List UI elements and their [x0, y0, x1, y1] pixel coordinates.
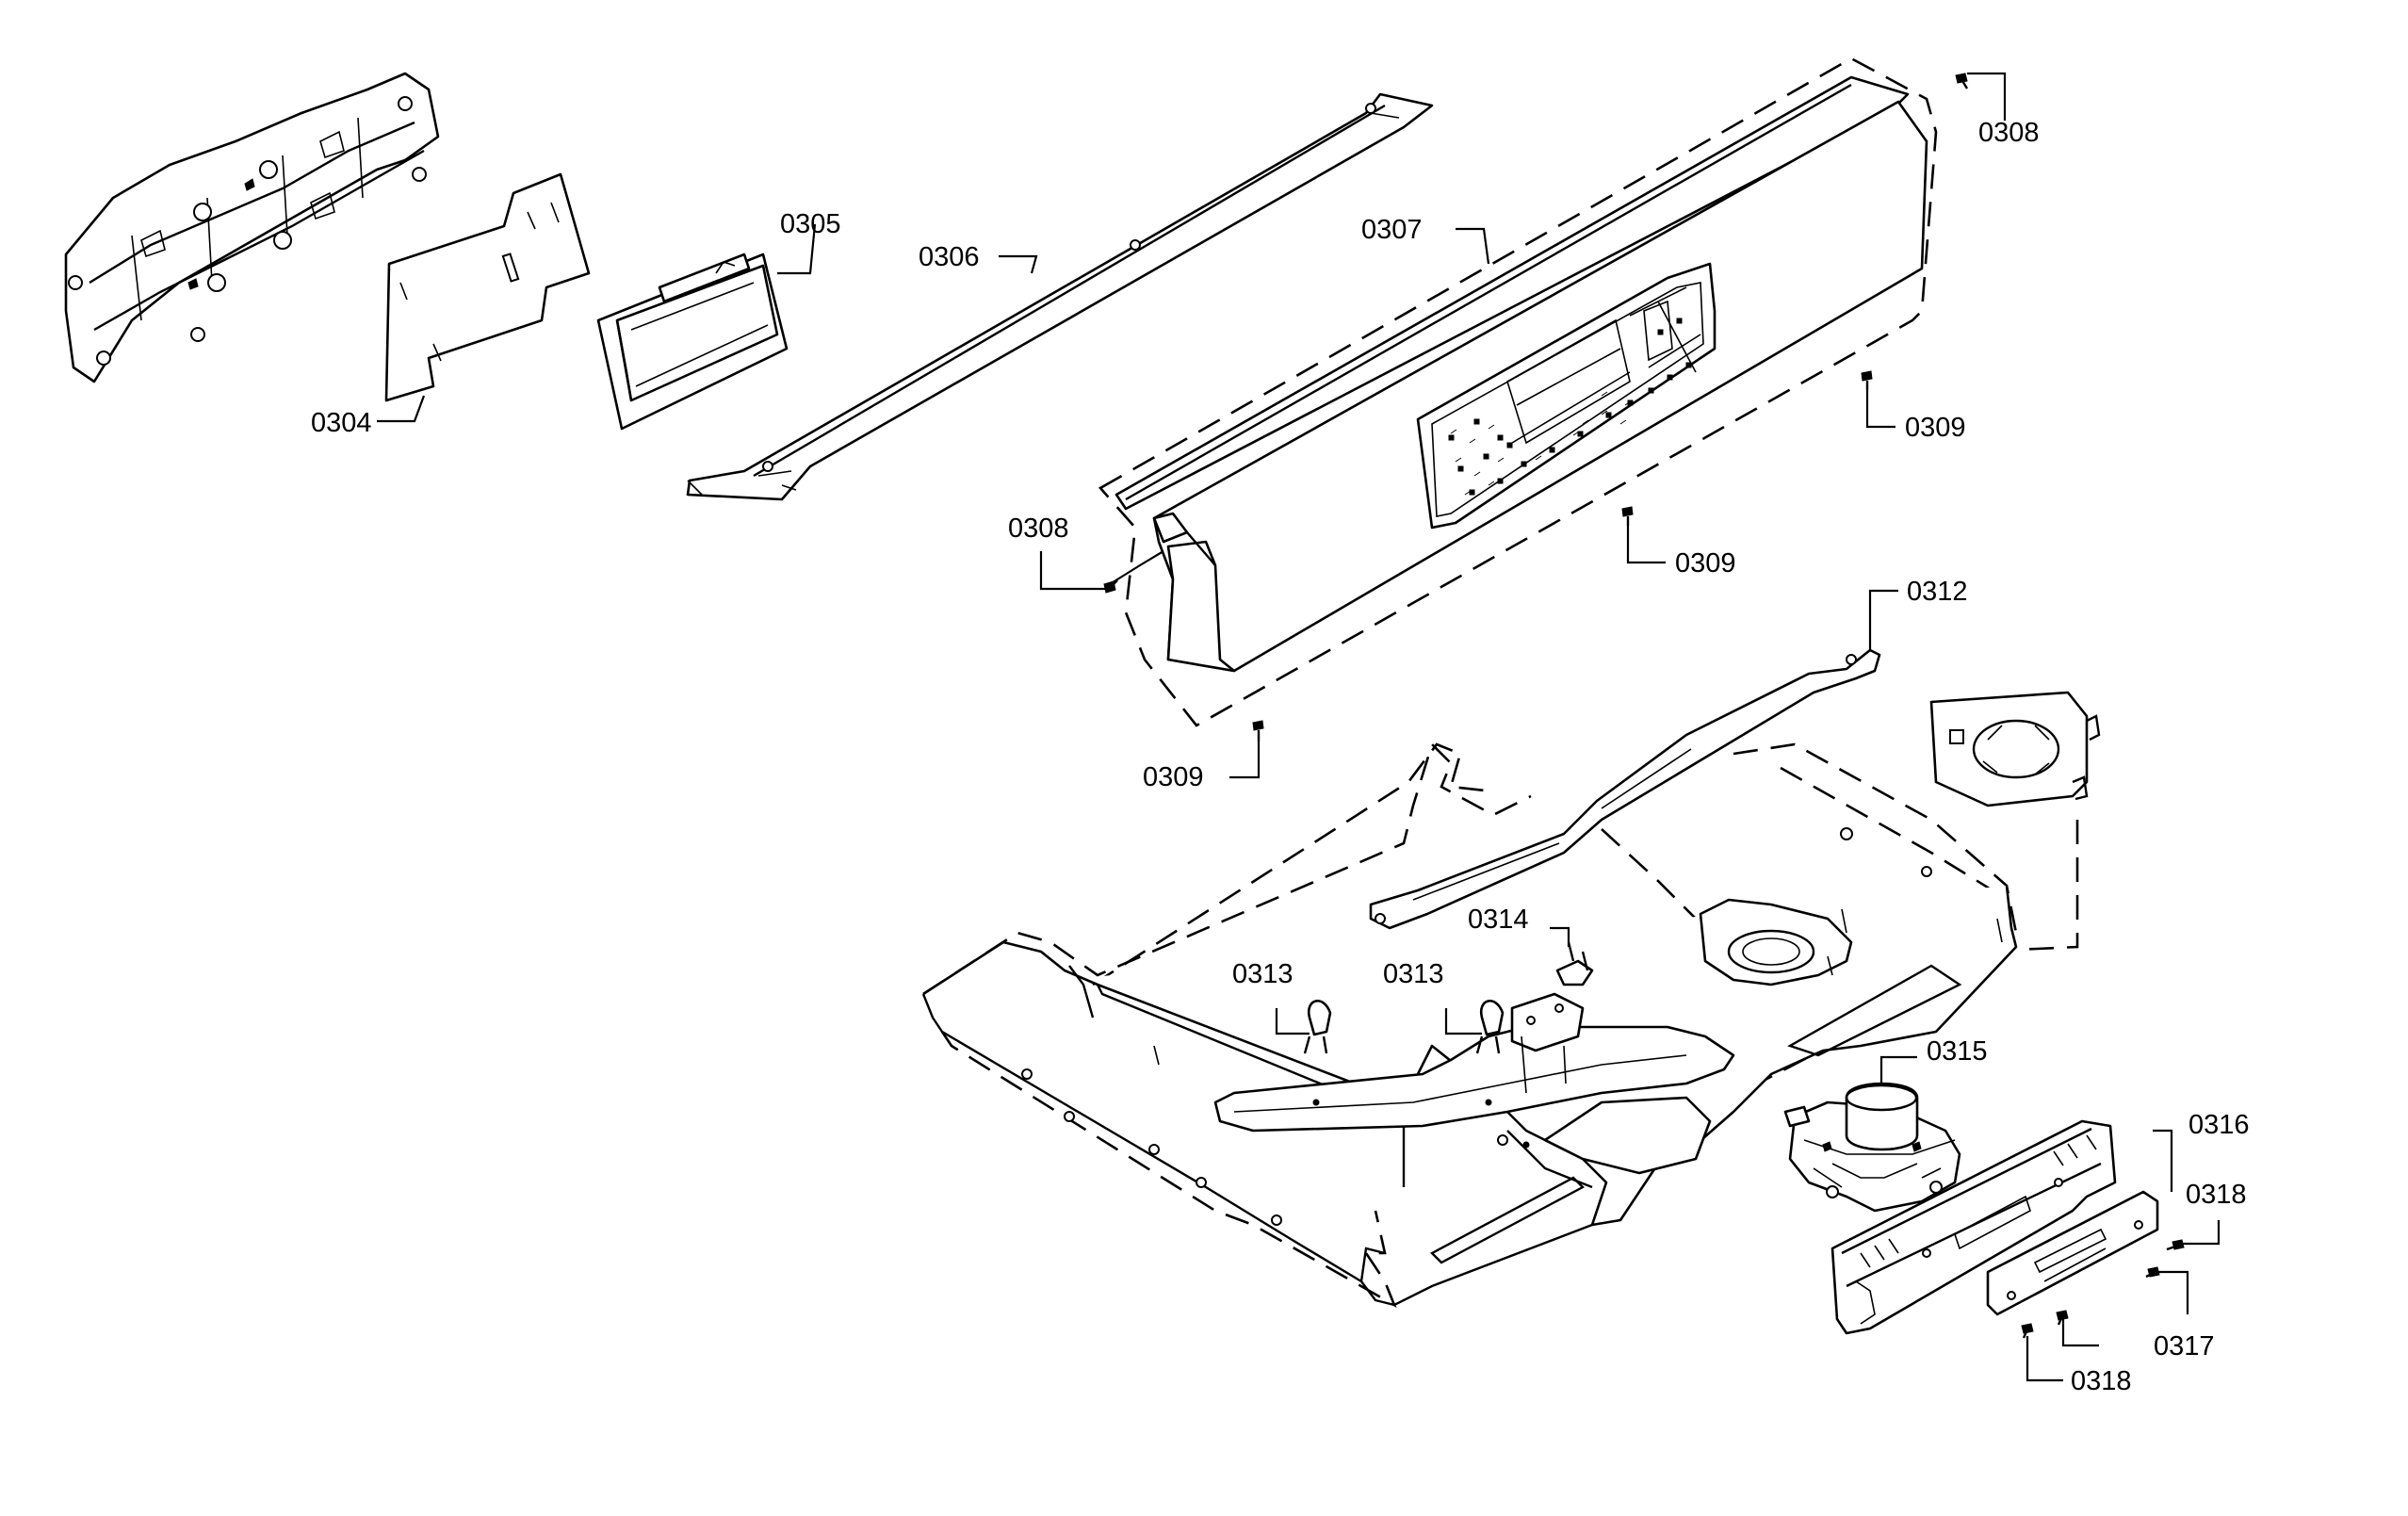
callout-0309-bottom: 0309: [1143, 762, 1204, 792]
screw-0318-bottom: [2021, 1323, 2034, 1339]
screw-0317: [2145, 1266, 2160, 1279]
part-0305-control-module: [596, 253, 789, 431]
callout-0314: 0314: [1468, 905, 1529, 935]
burner-mounting-plate: [1929, 691, 2101, 952]
part-0315-motor-assembly: [1783, 1082, 1961, 1213]
leader-lines: [377, 72, 2221, 1382]
callout-0308-top: 0308: [1978, 118, 2040, 148]
screw-0309-bottom: [1252, 720, 1264, 742]
callout-0304: 0304: [311, 408, 372, 438]
part-0313-clip-left: [1303, 1000, 1332, 1106]
callout-0309-mid: 0309: [1675, 548, 1736, 579]
part-0306-trim-rail: [686, 92, 1434, 501]
callout-0315: 0315: [1927, 1036, 1988, 1067]
part-0317-cover-plate: [1986, 1190, 2159, 1316]
part-0314-thermostat-switch: [1510, 941, 1594, 1149]
screw-0309-right: [1861, 370, 1873, 390]
cooktop-base-tray: [921, 742, 2018, 1308]
part-0313-clip-right: [1475, 1000, 1505, 1106]
callout-0307: 0307: [1361, 215, 1423, 245]
callout-0316: 0316: [2188, 1110, 2250, 1140]
callout-0317: 0317: [2154, 1331, 2215, 1361]
rear-bracket-assembly: [64, 72, 440, 383]
screw-0317-lower: [2056, 1310, 2069, 1326]
callout-0308-left: 0308: [1008, 513, 1069, 544]
callout-0306: 0306: [919, 242, 980, 272]
callout-0313-right: 0313: [1383, 959, 1444, 989]
screw-0309-mid: [1621, 506, 1634, 526]
part-0312-support-bracket: [1369, 648, 1881, 930]
part-0307-control-panel: [1098, 57, 1938, 727]
part-0304-mounting-plate: [384, 172, 591, 402]
screw-0308-top: [1955, 73, 1969, 90]
part-0316-front-bracket: [1830, 1119, 2117, 1335]
screw-0308-left: [1103, 579, 1118, 594]
callout-0318-bottom: 0318: [2071, 1366, 2132, 1396]
callout-0305: 0305: [780, 209, 841, 239]
callout-0309-right: 0309: [1905, 413, 1966, 443]
callout-0312: 0312: [1907, 577, 1968, 607]
callout-0313-left: 0313: [1232, 959, 1293, 989]
callout-0318-top: 0318: [2186, 1180, 2247, 1210]
